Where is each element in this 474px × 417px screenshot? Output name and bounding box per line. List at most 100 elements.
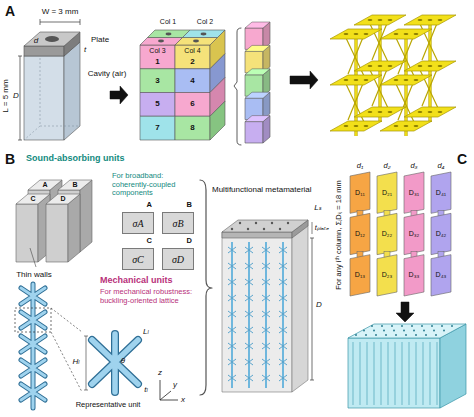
part-label: 5 bbox=[155, 100, 159, 109]
dimension-label: Lₛ bbox=[314, 204, 321, 213]
part-label: B bbox=[72, 181, 77, 189]
highlight-box bbox=[15, 308, 51, 332]
column-slab bbox=[404, 172, 424, 213]
block-top bbox=[348, 324, 466, 338]
lattice-branch bbox=[245, 279, 253, 285]
part-label: Thin walls bbox=[16, 271, 52, 280]
tube-top bbox=[58, 180, 92, 190]
plate-hole bbox=[431, 325, 433, 327]
lattice-branch bbox=[262, 279, 270, 285]
lattice-branch bbox=[245, 343, 253, 349]
plate-hole bbox=[355, 334, 357, 336]
lattice-plate bbox=[354, 107, 406, 117]
lattice-branch bbox=[245, 327, 253, 333]
lattice-branch bbox=[279, 295, 287, 301]
lattice-branch bbox=[228, 247, 236, 253]
plate-hole bbox=[344, 79, 349, 81]
dimension-tick bbox=[40, 19, 41, 25]
dimension-label: tₚₗₐₜₑ bbox=[315, 224, 329, 232]
plate-hole bbox=[368, 19, 373, 21]
column-slab bbox=[431, 213, 451, 254]
wall-line bbox=[430, 342, 431, 405]
wall-line bbox=[423, 342, 424, 405]
plate-hole bbox=[158, 40, 164, 43]
plate-hole bbox=[451, 325, 453, 327]
part-label: L = 5 mm bbox=[2, 79, 11, 112]
plate-front bbox=[222, 232, 292, 238]
lattice-branch bbox=[228, 359, 236, 365]
lattice-branch bbox=[262, 279, 270, 285]
block-arrow bbox=[396, 302, 414, 322]
lattice-branch bbox=[279, 327, 287, 333]
plate-hole bbox=[354, 125, 359, 127]
part-label: C bbox=[30, 195, 35, 203]
lattice-branch bbox=[279, 343, 287, 349]
dimension-line bbox=[312, 238, 313, 380]
dimension-label: x bbox=[181, 396, 185, 405]
lattice-branch bbox=[245, 263, 253, 269]
plate-hole bbox=[383, 330, 385, 332]
plate-hole bbox=[414, 33, 419, 35]
plate-hole bbox=[443, 330, 445, 332]
lattice-branch bbox=[262, 311, 270, 317]
plate-top bbox=[24, 32, 80, 46]
block-front bbox=[222, 232, 292, 392]
part-label: Col 3 bbox=[149, 47, 165, 55]
lattice-branch bbox=[245, 247, 253, 253]
lattice-branch bbox=[262, 247, 270, 253]
plate-hole bbox=[395, 334, 397, 336]
plate-hole bbox=[394, 125, 399, 127]
plate-hole bbox=[404, 79, 409, 81]
lattice-branch bbox=[245, 375, 253, 381]
wall-line bbox=[360, 342, 361, 405]
lattice-branch bbox=[279, 375, 287, 381]
plate-hole bbox=[438, 65, 443, 67]
part-label: D₂₂ bbox=[382, 230, 393, 238]
tube-top bbox=[46, 194, 80, 204]
column-top bbox=[245, 22, 270, 28]
lattice-branch bbox=[279, 343, 287, 349]
dimension-label: Hₗ bbox=[72, 358, 79, 367]
lattice-branch bbox=[245, 375, 253, 381]
lattice-branch bbox=[228, 343, 236, 349]
zoom-line bbox=[51, 308, 82, 332]
panel-letter: A bbox=[5, 4, 15, 19]
dimension-label: d₁ bbox=[357, 162, 364, 170]
column-segment bbox=[175, 93, 210, 117]
lattice-plate bbox=[404, 61, 456, 71]
sigma-box: CσC bbox=[122, 248, 154, 270]
column-top bbox=[245, 69, 270, 75]
lattice-branch bbox=[245, 247, 253, 253]
plate-hole bbox=[403, 330, 405, 332]
axis bbox=[160, 391, 171, 400]
dimension-label: d₄ bbox=[437, 162, 444, 170]
unit-letter: B bbox=[187, 201, 192, 209]
part-label: Multifunctional metamaterial bbox=[212, 186, 312, 195]
lattice-branch bbox=[228, 327, 236, 333]
column-top bbox=[183, 30, 226, 38]
plate-hole bbox=[414, 125, 419, 127]
part-label: A bbox=[42, 181, 47, 189]
part-label: 7 bbox=[155, 124, 159, 133]
block-side bbox=[292, 220, 308, 392]
plate-hole bbox=[391, 325, 393, 327]
part-label: D₃₃ bbox=[409, 271, 420, 279]
column-segment bbox=[175, 45, 210, 69]
plate-hole bbox=[279, 228, 281, 230]
plate-hole bbox=[247, 228, 249, 230]
bracket bbox=[234, 28, 241, 145]
lattice-branch bbox=[228, 295, 236, 301]
plate-hole bbox=[413, 330, 415, 332]
dimension-tick bbox=[18, 140, 22, 141]
wall-line bbox=[381, 342, 382, 405]
lattice-column bbox=[21, 284, 45, 408]
wall-line bbox=[388, 342, 389, 405]
plate-hole bbox=[388, 111, 393, 113]
plate-hole bbox=[404, 33, 409, 35]
tube-side bbox=[80, 180, 92, 252]
part-label: D₁₁ bbox=[355, 189, 365, 197]
column-slab bbox=[377, 213, 397, 254]
annotation: Sound-absorbing units bbox=[26, 154, 125, 164]
